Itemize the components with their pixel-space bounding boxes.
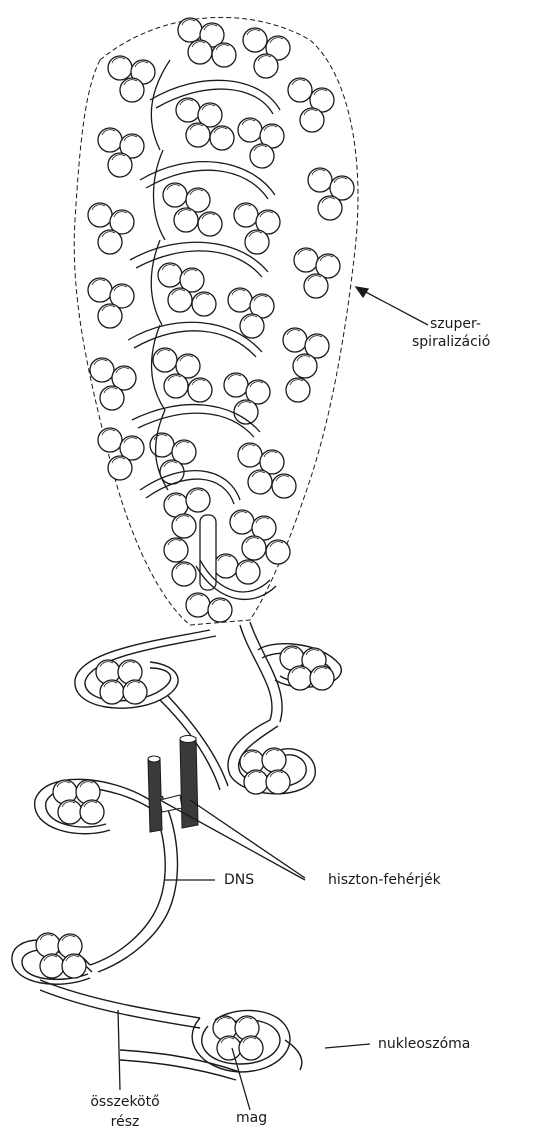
superspiral-label-line1: szuper- (430, 316, 481, 333)
nucleosome-leader (325, 1044, 370, 1048)
nucleosome-label: nukleoszóma (378, 1036, 470, 1053)
superspiral-arrow-line (362, 290, 428, 325)
histone-leader-1 (160, 800, 305, 880)
linker-label-line1: összekötő (70, 1094, 180, 1111)
superspiral-arrowhead (356, 287, 368, 297)
histone-leader-2 (190, 800, 305, 878)
core-label: mag (236, 1110, 267, 1127)
histone-label: hiszton-fehérjék (328, 872, 441, 889)
superspiral-fiber (74, 17, 358, 625)
dna-label: DNS (224, 872, 254, 889)
linker-label-line2: rész (70, 1114, 180, 1131)
dna-strand (12, 622, 341, 1080)
superspiral-label-line2: spiralizáció (412, 334, 490, 351)
linker-leader (118, 1010, 120, 1090)
nucleosome-spheres (36, 646, 334, 1060)
